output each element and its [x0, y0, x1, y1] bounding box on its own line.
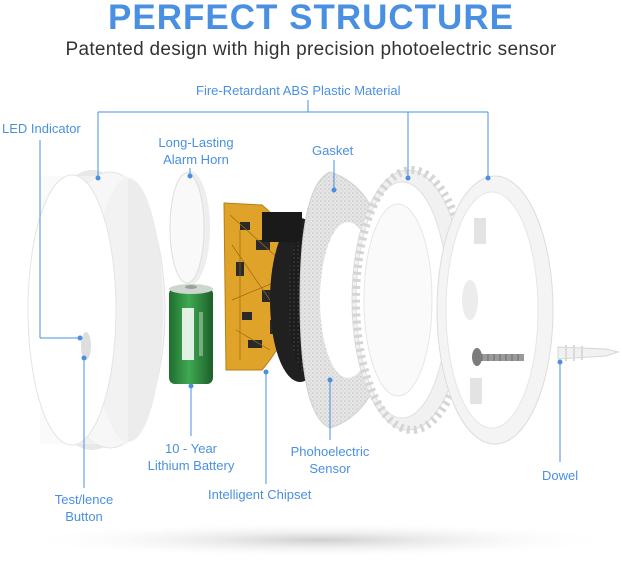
callout-lines — [39, 100, 561, 488]
vented-ring — [351, 166, 472, 434]
label-led-indicator: LED Indicator — [2, 121, 81, 136]
label-fire-retardant: Fire-Retardant ABS Plastic Material — [196, 83, 401, 98]
label-battery-line2: Lithium Battery — [147, 458, 235, 473]
ground-shadow — [20, 522, 620, 558]
label-dowel: Dowel — [542, 468, 579, 483]
test-button-knob — [81, 332, 91, 360]
label-test-button-line2: Button — [65, 509, 103, 524]
screw — [472, 348, 524, 366]
base-plate — [436, 175, 554, 445]
page-subtitle: Patented design with high precision phot… — [65, 39, 557, 60]
dowel — [557, 345, 620, 361]
callout-dots — [77, 173, 563, 389]
label-alarm-horn: Long-Lasting Alarm Horn — [148, 134, 244, 168]
label-test-button: Test/lence Button — [38, 491, 130, 525]
label-alarm-horn-line2: Alarm Horn — [163, 152, 229, 167]
label-battery-line1: 10 - Year — [164, 441, 218, 456]
lithium-battery — [169, 284, 213, 384]
label-alarm-horn-line1: Long-Lasting — [158, 135, 234, 150]
label-sensor-line1: Phohoelectric — [290, 444, 370, 459]
page-title: PERFECT STRUCTURE — [108, 0, 514, 37]
label-sensor-line2: Sensor — [309, 461, 351, 476]
label-sensor: Phohoelectric Sensor — [280, 443, 380, 477]
front-cover — [27, 170, 166, 450]
alarm-horn-disc — [169, 171, 210, 285]
label-chipset: Intelligent Chipset — [208, 487, 312, 502]
label-gasket: Gasket — [312, 143, 354, 158]
label-test-button-line1: Test/lence — [54, 492, 114, 507]
label-battery: 10 - Year Lithium Battery — [138, 440, 244, 474]
